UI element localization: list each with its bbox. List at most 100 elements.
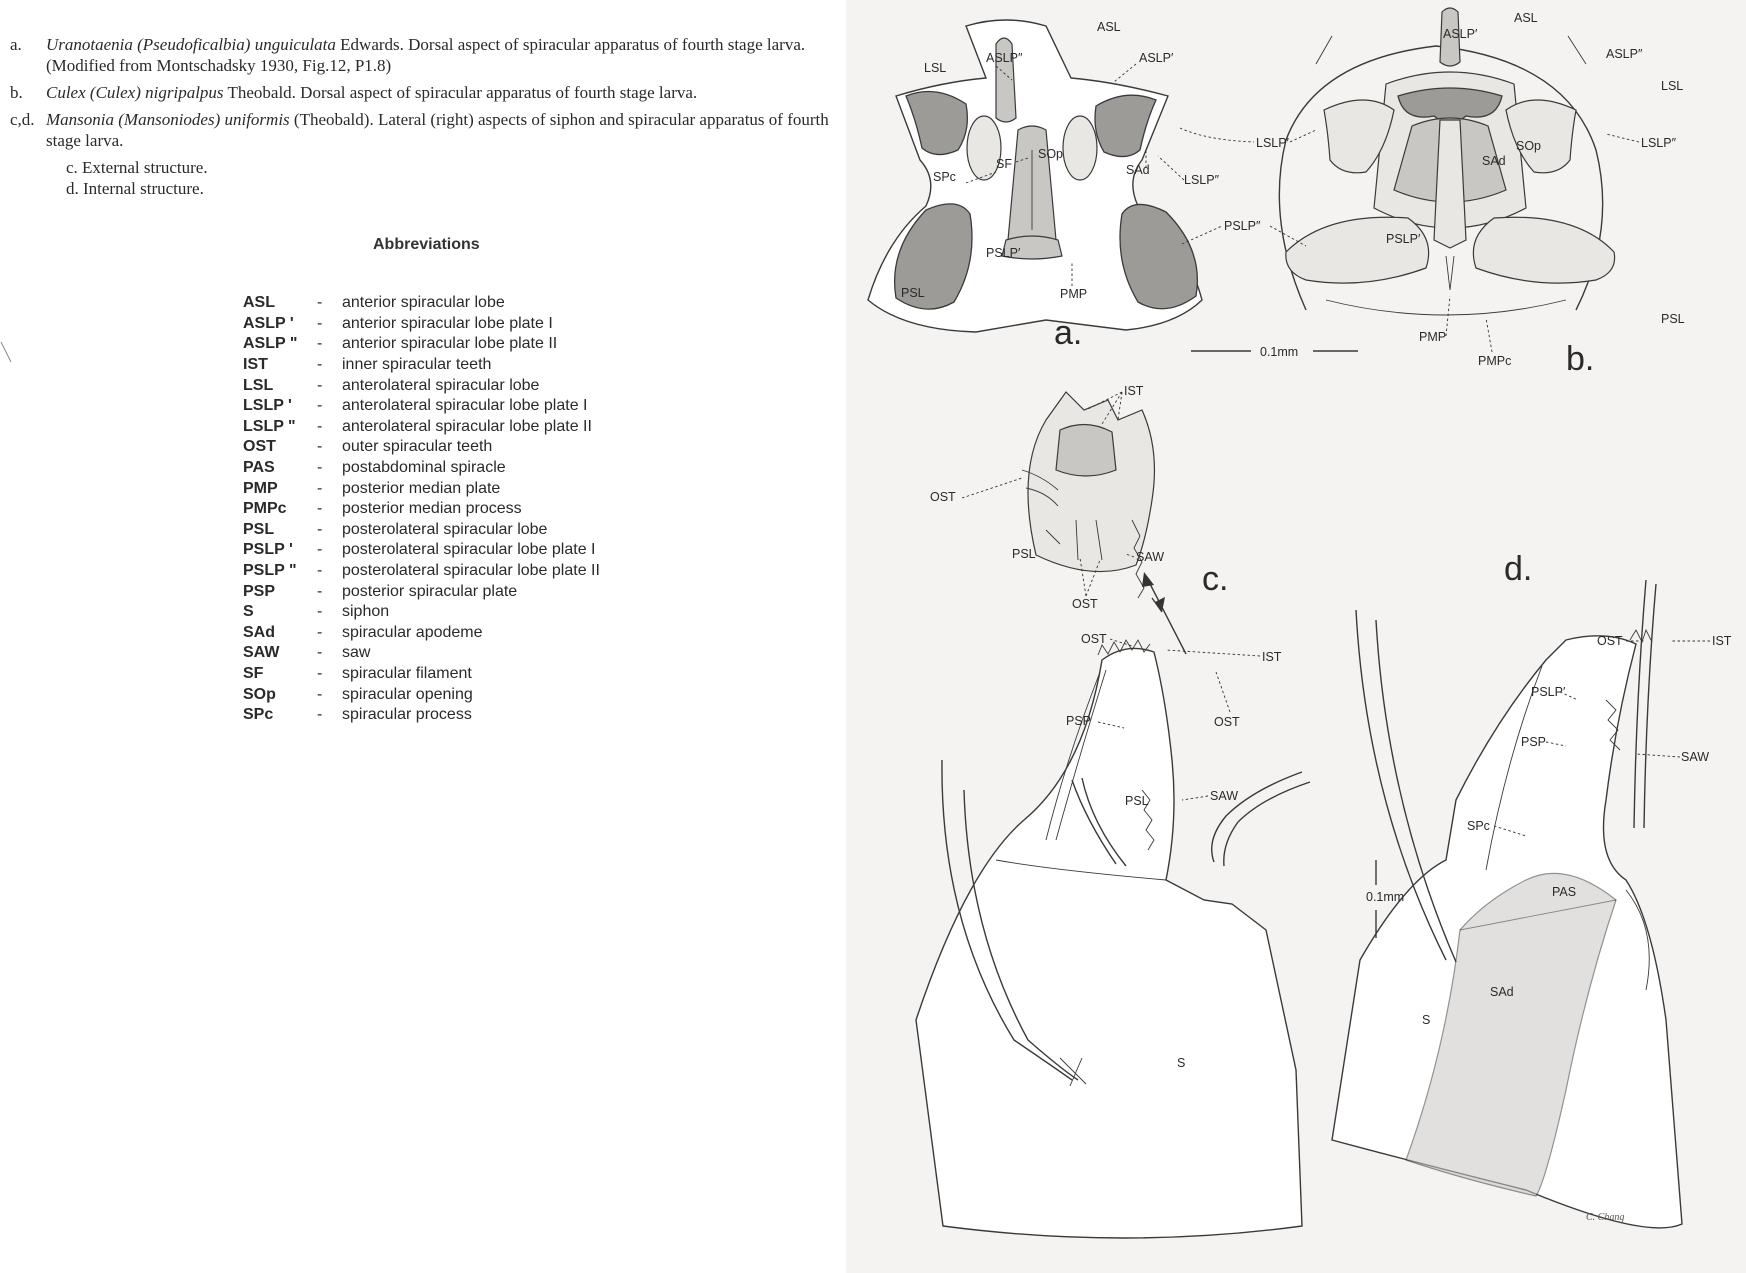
caption-a: a.Uranotaenia (Pseudoficalbia) unguicula…	[10, 34, 855, 76]
panel-letter-c: c.	[1202, 560, 1228, 598]
abbreviation-meaning: anterior spiracular lobe plate II	[342, 334, 600, 355]
abbreviations-table: ASL-anterior spiracular lobeASLP '-anter…	[243, 293, 600, 725]
subcaption-d: d. Internal structure.	[10, 178, 855, 199]
abbreviation-code: SAd	[243, 623, 317, 644]
label-c-saw-top: SAW	[1136, 550, 1164, 564]
abbreviations-title: Abbreviations	[373, 236, 480, 254]
abbreviation-code: SOp	[243, 684, 317, 705]
abbreviation-meaning: posterolateral spiracular lobe	[342, 520, 600, 541]
label-b-aslp1: ASLP′	[1443, 27, 1478, 41]
label-b-sad: SAd	[1482, 154, 1506, 168]
label-c-ost-bot: OST	[1072, 597, 1098, 611]
abbreviation-row: PSLP "-posterolateral spiracular lobe pl…	[243, 561, 600, 582]
abbreviation-row: ASL-anterior spiracular lobe	[243, 293, 600, 314]
abbreviation-separator: -	[317, 643, 342, 664]
abbreviation-code: LSL	[243, 375, 317, 396]
abbreviation-row: PMPc-posterior median process	[243, 499, 600, 520]
label-b-pslp2: PSLP″	[1224, 219, 1261, 233]
abbreviation-meaning: anterolateral spiracular lobe plate II	[342, 417, 600, 438]
figure-plate: ASL ASLP″ ASLP′ LSL SOp SF SPc SAd LSLP″…	[846, 0, 1746, 1273]
panel-b-drawing	[1279, 8, 1614, 315]
label-b-pslp1: PSLP′	[1386, 232, 1421, 246]
abbreviation-meaning: anterior spiracular lobe plate I	[342, 314, 600, 335]
caption-species: Culex (Culex) nigripalpus	[46, 83, 224, 102]
abbreviation-code: ASL	[243, 293, 317, 314]
label-b-sop: SOp	[1516, 139, 1541, 153]
abbreviation-meaning: saw	[342, 643, 600, 664]
label-c-saw: SAW	[1210, 789, 1238, 803]
label-c-ist-tip: IST	[1262, 650, 1282, 664]
abbreviation-row: SAW-saw	[243, 643, 600, 664]
abbreviation-meaning: siphon	[342, 602, 600, 623]
abbreviation-separator: -	[317, 437, 342, 458]
abbreviation-separator: -	[317, 293, 342, 314]
abbreviation-meaning: spiracular apodeme	[342, 623, 600, 644]
label-c-ost-side: OST	[1214, 715, 1240, 729]
label-a-aslp1: ASLP′	[1139, 51, 1174, 65]
abbreviation-separator: -	[317, 334, 342, 355]
abbreviation-separator: -	[317, 396, 342, 417]
abbreviation-separator: -	[317, 561, 342, 582]
panel-letter-d: d.	[1504, 550, 1532, 588]
abbreviation-row: PSL-posterolateral spiracular lobe	[243, 520, 600, 541]
abbreviation-separator: -	[317, 520, 342, 541]
abbreviation-meaning: posterior spiracular plate	[342, 581, 600, 602]
abbreviation-code: LSLP "	[243, 417, 317, 438]
panel-c-siphon	[916, 640, 1310, 1238]
scale-label-ab: 0.1mm	[1260, 345, 1298, 359]
label-c-ost-top: OST	[930, 490, 956, 504]
scale-label-d: 0.1mm	[1366, 890, 1404, 904]
abbreviation-code: LSLP '	[243, 396, 317, 417]
abbreviation-meaning: anterior spiracular lobe	[342, 293, 600, 314]
abbreviation-code: PMP	[243, 478, 317, 499]
abbreviation-separator: -	[317, 540, 342, 561]
label-a-pslp1: PSLP′	[986, 246, 1021, 260]
label-d-pas: PAS	[1552, 885, 1576, 899]
label-d-sad: SAd	[1490, 985, 1514, 999]
abbreviation-meaning: posterior median plate	[342, 478, 600, 499]
abbreviation-row: S-siphon	[243, 602, 600, 623]
abbreviation-code: SF	[243, 664, 317, 685]
caption-label: b.	[10, 82, 23, 103]
abbreviation-separator: -	[317, 314, 342, 335]
label-d-s: S	[1422, 1013, 1430, 1027]
label-c-psp: PSP	[1066, 714, 1091, 728]
abbreviation-code: ASLP '	[243, 314, 317, 335]
label-a-asl: ASL	[1097, 20, 1121, 34]
panel-letter-b: b.	[1566, 340, 1594, 378]
label-b-pmpc: PMPc	[1478, 354, 1511, 368]
abbreviation-meaning: inner spiracular teeth	[342, 355, 600, 376]
label-a-sf: SF	[996, 157, 1012, 171]
abbreviation-separator: -	[317, 375, 342, 396]
abbreviation-meaning: spiracular process	[342, 705, 600, 726]
subcaption-c: c. External structure.	[10, 157, 855, 178]
abbreviation-meaning: postabdominal spiracle	[342, 458, 600, 479]
caption-label: c,d.	[10, 109, 35, 130]
figure-illustration: ASL ASLP″ ASLP′ LSL SOp SF SPc SAd LSLP″…	[846, 0, 1746, 1273]
label-a-aslp2: ASLP″	[986, 51, 1023, 65]
abbreviation-code: PSP	[243, 581, 317, 602]
label-a-lslp2: LSLP″	[1184, 173, 1220, 187]
caption-text: Theobald. Dorsal aspect of spiracular ap…	[224, 83, 698, 102]
abbreviation-separator: -	[317, 581, 342, 602]
caption-species: Mansonia (Mansoniodes) uniformis	[46, 110, 290, 129]
abbreviation-separator: -	[317, 458, 342, 479]
abbreviation-separator: -	[317, 355, 342, 376]
abbreviation-meaning: posterior median process	[342, 499, 600, 520]
label-d-spc: SPc	[1467, 819, 1490, 833]
abbreviation-row: PSP-posterior spiracular plate	[243, 581, 600, 602]
label-b-lsl: LSL	[1661, 79, 1683, 93]
abbreviation-code: IST	[243, 355, 317, 376]
abbreviation-row: SF-spiracular filament	[243, 664, 600, 685]
abbreviation-row: SPc-spiracular process	[243, 705, 600, 726]
abbreviation-row: IST-inner spiracular teeth	[243, 355, 600, 376]
label-b-lslp2: LSLP″	[1641, 136, 1677, 150]
label-d-psp: PSP	[1521, 735, 1546, 749]
label-d-ost: OST	[1597, 634, 1623, 648]
label-c-ist: IST	[1124, 384, 1144, 398]
label-b-asl: ASL	[1514, 11, 1538, 25]
abbreviation-separator: -	[317, 664, 342, 685]
scale-bar-ab: 0.1mm	[1191, 345, 1358, 359]
label-a-psl: PSL	[901, 286, 925, 300]
label-b-pmp: PMP	[1419, 330, 1446, 344]
